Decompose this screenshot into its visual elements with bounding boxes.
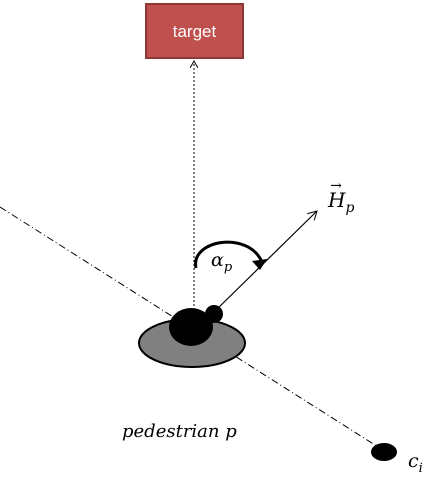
- target-label: target: [173, 22, 217, 41]
- heading-vector-arrow-mark: →: [330, 178, 342, 194]
- other-pedestrian-subscript: i: [419, 461, 423, 476]
- angle-label: αp: [211, 249, 233, 275]
- other-pedestrian-label: ci: [408, 450, 423, 476]
- other-pedestrian-symbol: c: [408, 450, 419, 472]
- angle-arc: [194, 240, 264, 269]
- angle-subscript: p: [224, 260, 233, 275]
- target-box: target: [145, 3, 244, 59]
- heading-vector-subscript: p: [345, 200, 354, 216]
- pedestrian-head: [205, 305, 223, 323]
- heading-vector-label: Hp: [327, 188, 354, 216]
- other-pedestrian-marker: [371, 443, 397, 461]
- heading-vector-arrow: [213, 211, 317, 313]
- target-rect: [145, 3, 244, 59]
- pedestrian-torso: [169, 308, 213, 346]
- pedestrian-label: pedestrian p: [122, 421, 237, 442]
- pedestrian-body: [169, 305, 223, 346]
- angle-arc-arrowhead-icon: [252, 259, 267, 270]
- angle-symbol: α: [211, 249, 224, 271]
- heading-vector-symbol: H: [327, 188, 346, 212]
